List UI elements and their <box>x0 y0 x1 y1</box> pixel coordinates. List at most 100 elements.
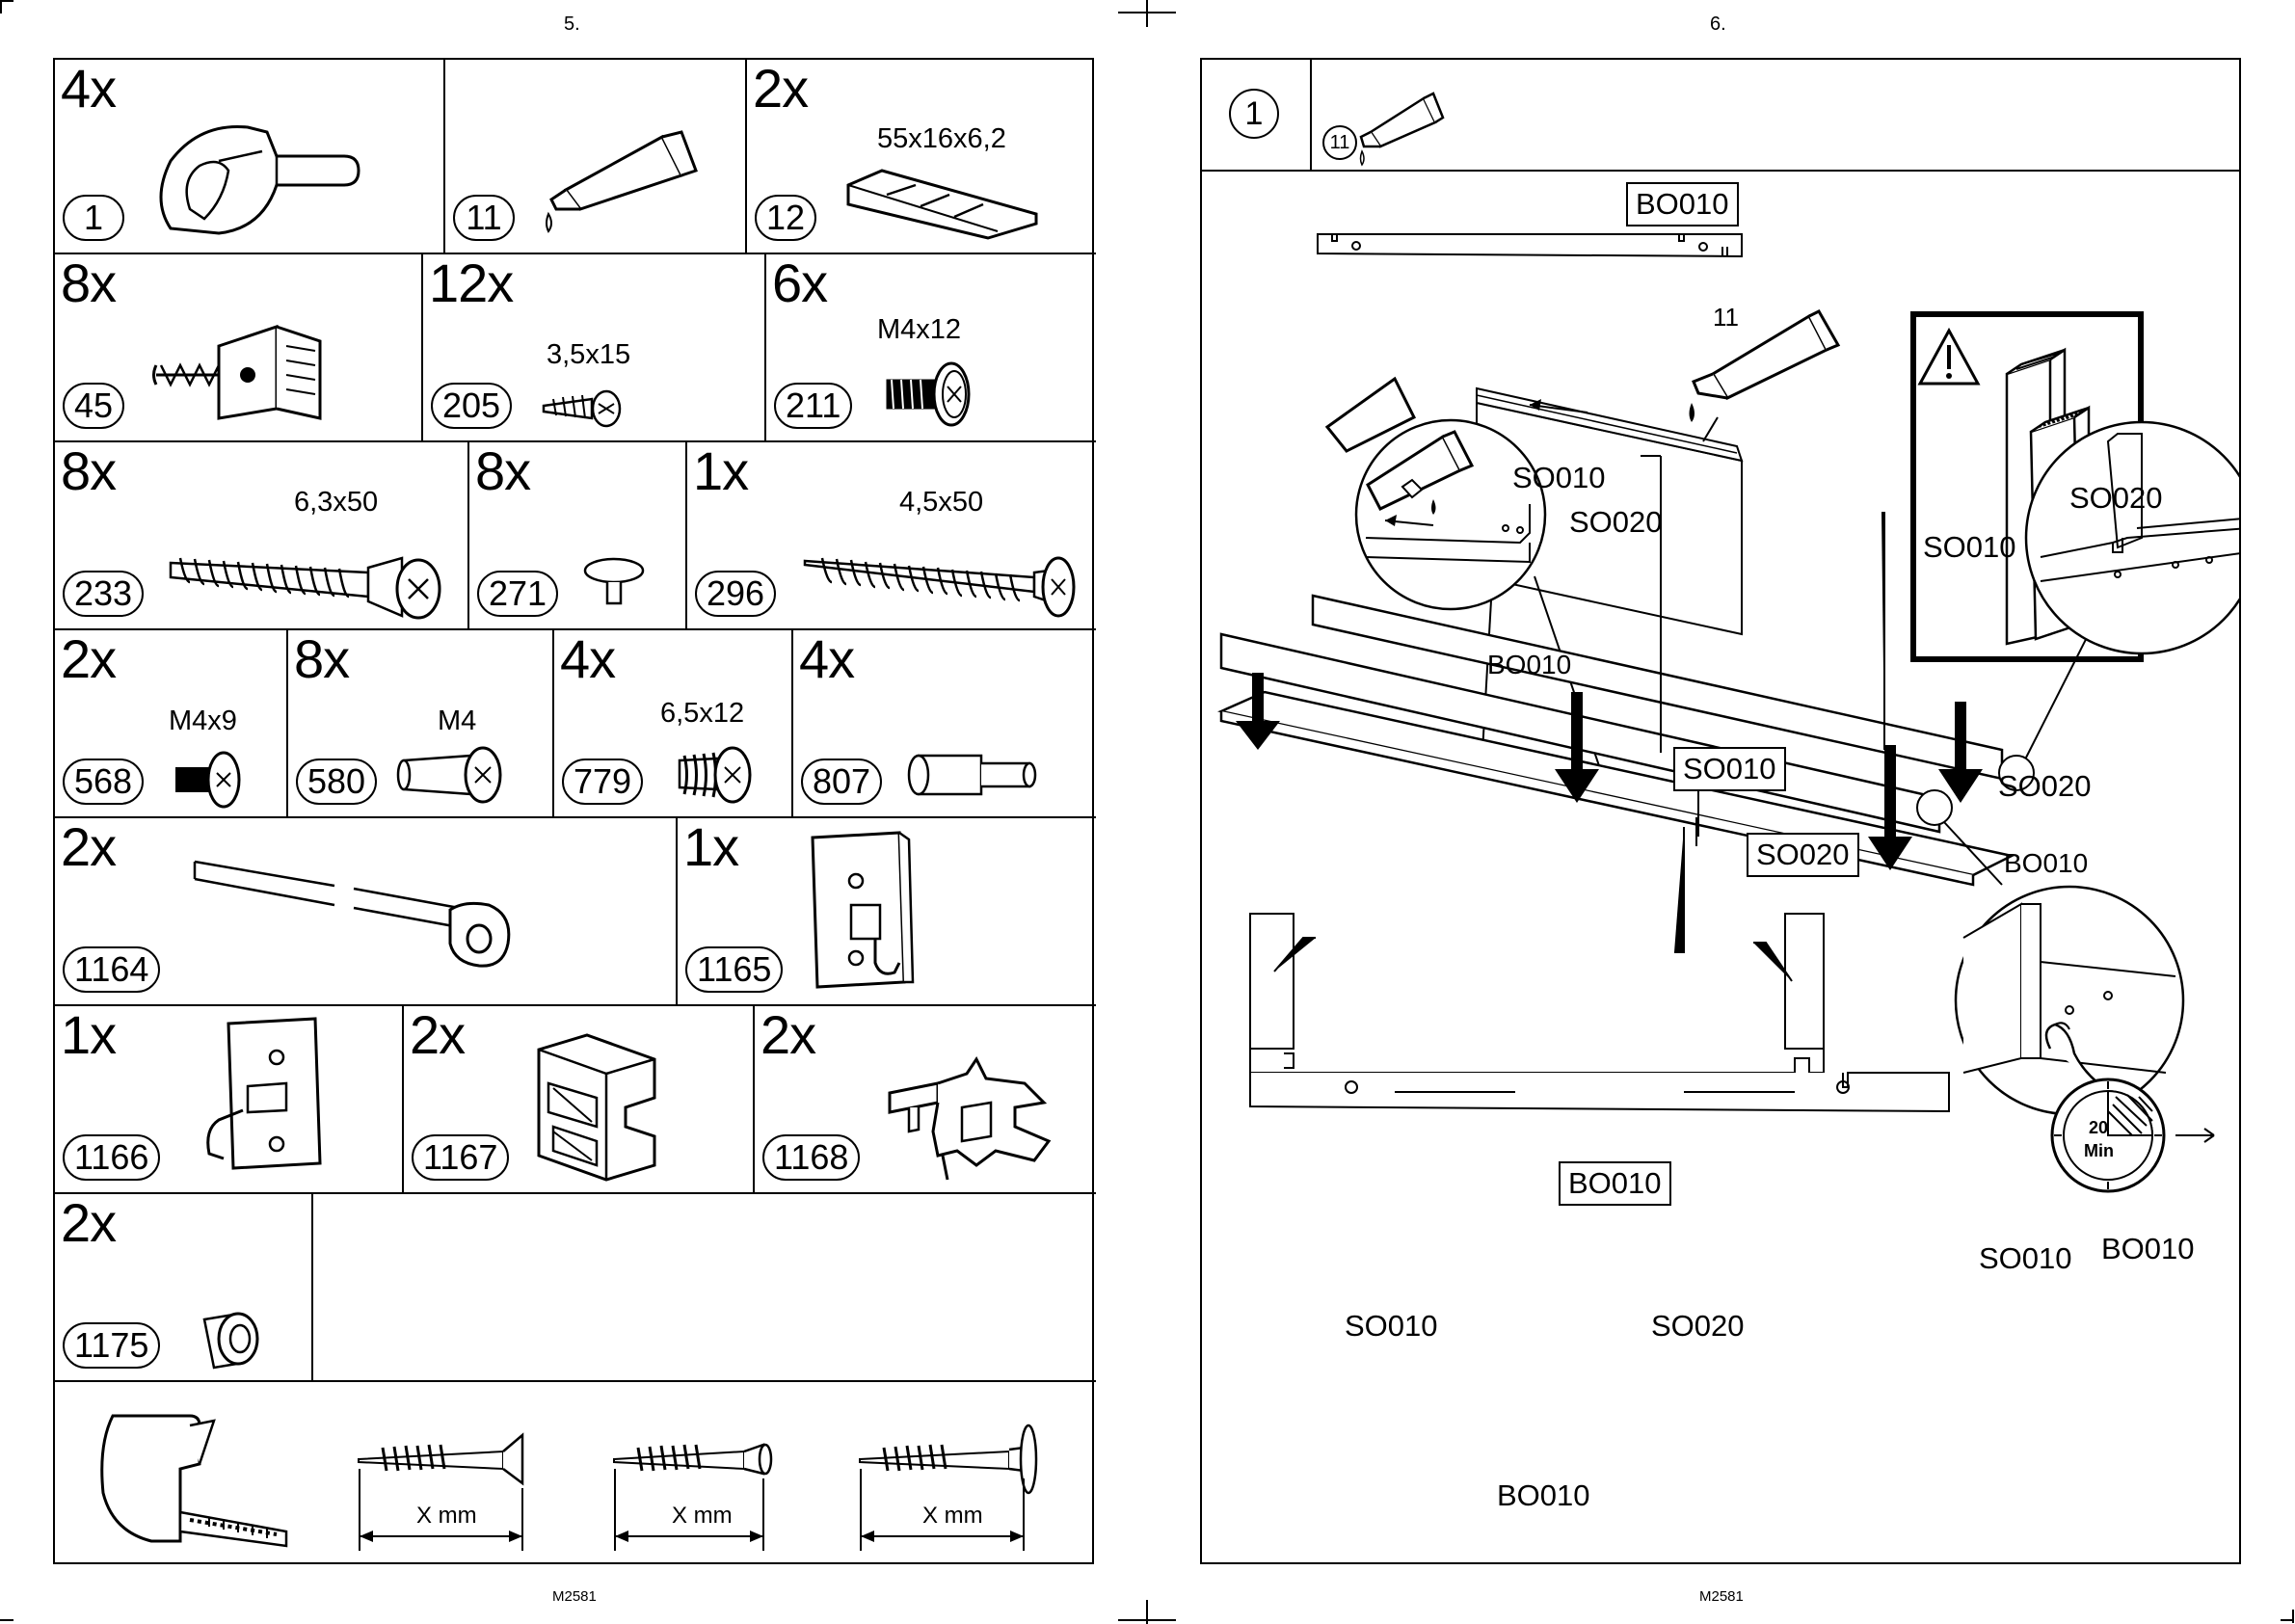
part-number: 233 <box>63 571 145 617</box>
part-cell: 1x 1166 <box>55 1006 404 1194</box>
part-number: 11 <box>453 195 515 241</box>
glue-tube-icon <box>546 130 698 233</box>
part-quantity: 2x <box>761 1006 816 1065</box>
hook-plate-icon <box>206 1017 322 1170</box>
measure-label: X mm <box>672 1503 733 1529</box>
part-dimension: M4x9 <box>169 706 237 736</box>
step-part-number: 11 <box>1322 125 1357 160</box>
part-label-so020: SO020 <box>1569 505 1663 539</box>
part-cell: 11 <box>445 60 747 254</box>
part-cell: 4x 807 <box>793 630 1096 818</box>
part-number: 1 <box>63 195 124 241</box>
part-quantity: 2x <box>61 1194 117 1253</box>
part-number: 580 <box>296 759 378 805</box>
crop-mark <box>1146 1600 1148 1624</box>
shim-wedge-icon <box>846 169 1038 240</box>
hook-plate-icon <box>811 831 915 989</box>
pan-head-screw-icon <box>859 1424 1038 1551</box>
part-cell: 2x 1168 <box>755 1006 1096 1194</box>
screw-icon <box>678 746 752 804</box>
part-quantity: 4x <box>560 630 616 689</box>
warning-label-so010: SO010 <box>1923 530 2016 564</box>
footer-code: M2581 <box>1699 1588 1744 1605</box>
part-cell: 6x M4x12 211 <box>766 254 1096 442</box>
cam-bolt-icon <box>169 556 441 620</box>
part-quantity: 8x <box>294 630 350 689</box>
part-label-so020: SO020 <box>1747 833 1859 877</box>
latch-icon <box>888 1056 1052 1181</box>
part-label-bo010: BO010 <box>1559 1161 1671 1206</box>
crop-mark <box>1118 12 1147 13</box>
dowel-pin-icon <box>907 754 1037 796</box>
part-quantity: 6x <box>772 254 828 313</box>
part-dimension: 3,5x15 <box>547 339 631 370</box>
part-dimension: 55x16x6,2 <box>877 123 1006 154</box>
glue-tube-icon <box>1359 92 1445 167</box>
page-number: 6. <box>1710 13 1726 35</box>
part-cell: 8x 6,3x50 233 <box>55 442 469 630</box>
footer-code: M2581 <box>552 1588 597 1605</box>
part-quantity: 12x <box>429 254 514 313</box>
part-quantity: 2x <box>61 818 117 877</box>
crop-mark <box>0 0 2 13</box>
part-dimension: M4x12 <box>877 314 962 345</box>
measure-label: X mm <box>416 1503 477 1529</box>
step-header-divider <box>1310 60 1312 170</box>
empty-cell <box>313 1194 1096 1382</box>
part-cell: 4x 1 <box>55 60 445 254</box>
step-number: 1 <box>1229 89 1279 139</box>
part-number: 271 <box>477 571 559 617</box>
tape-measure-icon <box>100 1414 288 1548</box>
crop-mark <box>1118 1619 1176 1621</box>
part-quantity: 4x <box>799 630 855 689</box>
page-number: 5. <box>564 13 580 35</box>
countersunk-screw-icon <box>358 1432 524 1551</box>
step-frame: 1 11 <box>1200 58 2241 1564</box>
part-number: 1164 <box>63 946 161 993</box>
part-dimension: 6,5x12 <box>660 698 745 729</box>
crop-mark <box>2281 1619 2294 1621</box>
part-cell: 8x 271 <box>469 442 687 630</box>
bottom-label-so020: SO020 <box>1651 1309 1745 1343</box>
part-dimension: 4,5x50 <box>899 487 984 518</box>
detail-label-bo010: BO010 <box>2004 848 2089 878</box>
part-dimension: M4 <box>438 706 477 736</box>
part-number: 45 <box>63 383 125 429</box>
detail-label-so020: SO020 <box>1998 769 2092 803</box>
bushing-icon <box>202 1312 259 1370</box>
part-number: 568 <box>63 759 145 805</box>
part-quantity: 8x <box>61 442 117 501</box>
part-cell: 8x 45 <box>55 254 423 442</box>
part-quantity: 1x <box>683 818 739 877</box>
part-number: 779 <box>562 759 644 805</box>
sleeve-nut-icon <box>396 746 502 804</box>
crop-mark <box>0 1619 13 1621</box>
tools-row: X mm X mm X mm <box>55 1382 1096 1566</box>
parts-list-frame: 4x 1 11 2x 55x16x6,2 12 8x 45 <box>53 58 1096 1566</box>
detail-label-bo010: BO010 <box>1487 650 1572 679</box>
part-number: 1166 <box>63 1134 161 1181</box>
part-number: 205 <box>431 383 513 429</box>
part-cell: 8x M4 580 <box>288 630 554 818</box>
part-cell: 1x 1165 <box>678 818 1096 1006</box>
bottom-label-so010: SO010 <box>1345 1309 1438 1343</box>
part-number: 1167 <box>412 1134 510 1181</box>
part-number: 807 <box>801 759 883 805</box>
detail-label-so010: SO010 <box>1979 1241 2072 1275</box>
part-number: 1175 <box>63 1322 161 1369</box>
crop-mark <box>1146 0 1148 27</box>
clip-block-icon <box>537 1033 656 1182</box>
warning-label-so020: SO020 <box>2069 481 2163 515</box>
part-label-bo010: BO010 <box>1626 182 1739 226</box>
part-cell: 4x 6,5x12 779 <box>554 630 793 818</box>
part-label-so010: SO010 <box>1512 461 1606 494</box>
part-label-so010: SO010 <box>1673 747 1786 791</box>
part-cell: 12x 3,5x15 205 <box>423 254 766 442</box>
part-quantity: 8x <box>475 442 531 501</box>
part-cell: 1x 4,5x50 296 <box>687 442 1096 630</box>
part-quantity: 2x <box>753 60 809 119</box>
assembly-illustration <box>1217 233 2239 1193</box>
part-number: 296 <box>695 571 777 617</box>
part-number: 211 <box>774 383 853 429</box>
screw-icon <box>542 389 622 428</box>
